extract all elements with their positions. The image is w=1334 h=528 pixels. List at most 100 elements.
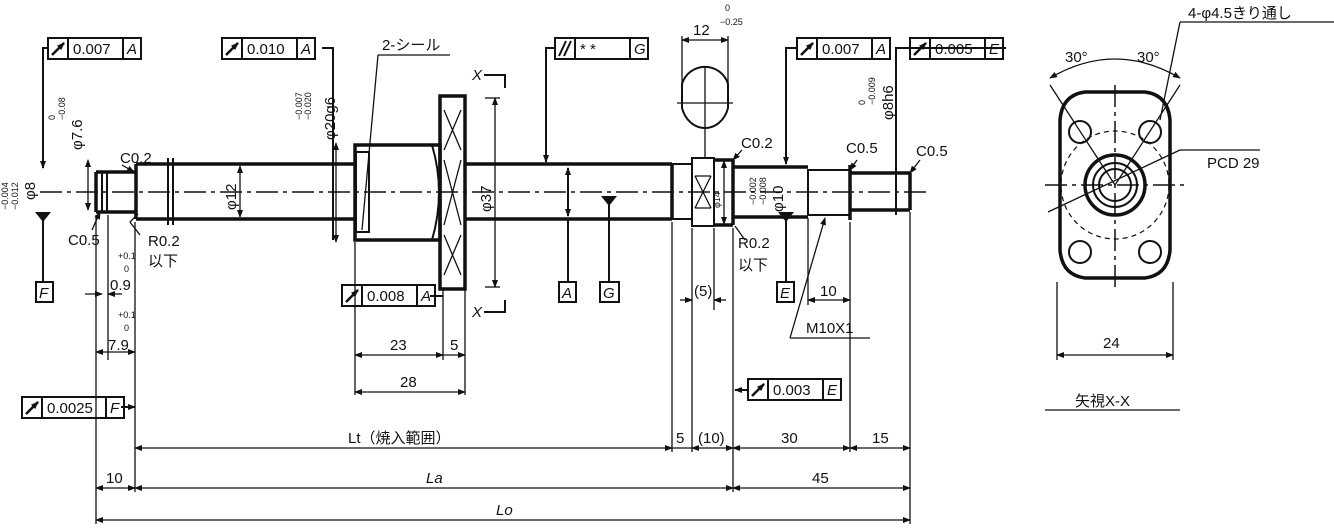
feature-control-frame: 0.010 A: [221, 37, 316, 60]
end-width: 24: [1103, 335, 1120, 352]
chamfer-c05-left: C0.5: [68, 232, 100, 249]
dim-lt: Lt（焼入範囲）: [348, 429, 451, 447]
section-mark-top: X: [471, 67, 483, 84]
fcf-tolerance: 0.008: [367, 288, 405, 305]
thread-label: M10X1: [806, 320, 854, 337]
phi8-tol-lower: −0.012: [10, 182, 20, 210]
dim-0-9-tol-upper: +0.1: [118, 251, 136, 261]
section-mark-bottom: X: [471, 304, 483, 321]
dim-23: 23: [390, 337, 407, 354]
pcd-label: PCD 29: [1207, 155, 1260, 172]
angle-left: 30°: [1065, 49, 1088, 66]
radius-r02-right: R0.2: [738, 235, 770, 252]
fcf-tolerance: 0.0025: [47, 400, 93, 417]
feature-control-frame: 0.003 E: [747, 378, 842, 401]
dim-la: La: [426, 470, 443, 487]
svg-text:F: F: [39, 285, 49, 302]
extension-lines: [95, 212, 911, 524]
flat-dim: 12: [693, 22, 710, 39]
fcf-datum: A: [420, 288, 431, 305]
end-view: [1045, 21, 1334, 411]
fcf-tolerance: * *: [580, 41, 596, 58]
radius-note-right: 以下: [738, 257, 768, 274]
flat-tol-lower: −0.25: [720, 17, 743, 27]
datum-f: F: [35, 281, 54, 303]
dim-5-paren: (5): [694, 283, 712, 300]
fcf-tolerance: 0.007: [822, 41, 860, 58]
runout-icon: [345, 289, 359, 303]
view-caption: 矢視X-X: [1075, 393, 1130, 410]
dim-10-paren: (10): [698, 430, 725, 447]
phi8h6-label: φ8h6: [880, 85, 897, 120]
flat-tol-upper: 0: [725, 3, 730, 13]
phi10-tol-lower: −0.008: [758, 177, 768, 205]
fcf-datum: G: [634, 41, 646, 58]
fcf-datum: A: [126, 41, 137, 58]
fcf-tolerance: 0.003: [773, 382, 811, 399]
seal-label: 2-シール: [382, 37, 440, 54]
fcf-tolerance: 0.005: [935, 41, 973, 58]
phi8-tol-upper: −0.004: [0, 182, 10, 210]
radius-note-left: 以下: [148, 253, 178, 270]
phi37-label: φ37: [478, 186, 495, 212]
dim-7-9-tol-lower: 0: [124, 323, 129, 333]
dim-10-left: 10: [106, 470, 123, 487]
dim-10-thread: 10: [820, 283, 837, 300]
datum-f-triangle: [35, 212, 51, 222]
flat-section-view: 12 0 −0.25: [677, 3, 743, 158]
runout-icon: [225, 42, 239, 56]
dim-0-9: 0.9: [110, 277, 131, 294]
dim-lo: Lo: [496, 502, 513, 519]
radius-r02-left: R0.2: [148, 233, 180, 250]
feature-control-frame: 0.007 A: [796, 37, 891, 60]
phi76-tol-lower: −0.08: [57, 97, 67, 120]
fcf-datum: A: [300, 41, 311, 58]
section-marks: [484, 74, 506, 313]
chamfer-c05-thread: C0.5: [846, 140, 878, 157]
diameter-dimension-lines: [85, 97, 727, 288]
phi10-tol-upper: −0.002: [748, 177, 758, 205]
phi20g6-label: φ20g6: [322, 97, 339, 140]
dim-0-9-tol-lower: 0: [124, 264, 129, 274]
dim-7-9-tol-upper: +0.1: [118, 310, 136, 320]
hole-note: 4-φ4.5きり通し: [1188, 5, 1292, 22]
datum-e: E: [776, 281, 795, 303]
dim-45: 45: [812, 470, 829, 487]
phi8h6-tol-lower: −0.009: [867, 77, 877, 105]
angle-right: 30°: [1137, 49, 1160, 66]
chamfer-c02-left: C0.2: [120, 150, 152, 167]
datum-g: G: [599, 281, 620, 303]
dim-7-9: 7.9: [108, 337, 129, 354]
parallelism-icon: [558, 40, 572, 57]
phi20-tol-upper: −0.007: [294, 92, 304, 120]
dim-5-flange: 5: [450, 337, 458, 354]
phi14-label: φ14: [712, 192, 722, 208]
runout-icon: [51, 42, 65, 56]
feature-control-frame: 0.008 A: [341, 284, 436, 307]
dim-30: 30: [781, 430, 798, 447]
fcf-tolerance: 0.010: [247, 41, 285, 58]
phi8-label: φ8: [22, 182, 39, 200]
phi20-tol-lower: −0.020: [303, 92, 313, 120]
dimension-lines: [85, 291, 911, 523]
phi12-label: φ12: [223, 184, 240, 210]
datum-e-triangle: [778, 212, 794, 222]
dim-28: 28: [400, 374, 417, 391]
datum-a: A: [558, 281, 577, 303]
svg-text:A: A: [561, 285, 572, 302]
feature-control-frame: * * G: [554, 37, 649, 60]
fcf-datum: F: [110, 400, 120, 417]
runout-icon: [25, 401, 39, 415]
ball-nut: [353, 94, 467, 291]
phi76-tol-upper: 0: [47, 115, 57, 120]
phi8h6-tol-upper: 0: [857, 100, 867, 105]
svg-text:G: G: [603, 285, 615, 302]
chamfer-c02-right: C0.2: [741, 135, 773, 152]
chamfer-c05-end: C0.5: [916, 143, 948, 160]
fcf-datum: E: [989, 41, 1000, 58]
phi10-label: φ10: [770, 186, 787, 212]
fcf-tolerance: 0.007: [73, 41, 111, 58]
dim-15: 15: [872, 430, 889, 447]
